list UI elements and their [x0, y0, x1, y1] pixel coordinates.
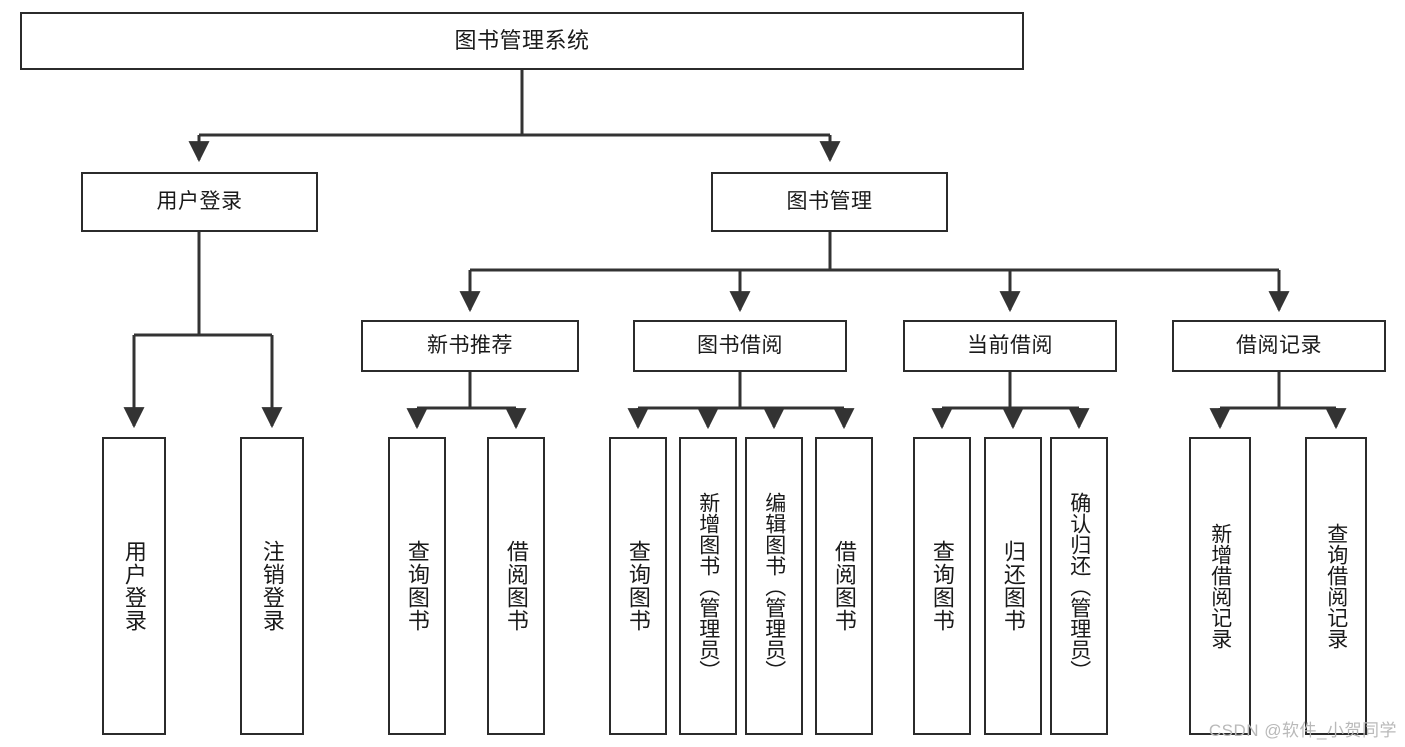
- node-label: 图书借阅: [697, 334, 783, 358]
- node-leaf[interactable]: 新增借阅记录: [1189, 437, 1251, 735]
- node-leaf[interactable]: 注销登录: [240, 437, 304, 735]
- node-leaf[interactable]: 查询图书: [609, 437, 667, 735]
- node-leaf[interactable]: 确认归还（管理员）: [1050, 437, 1108, 735]
- node-label: 用户登录: [156, 190, 243, 214]
- node-label: 查询图书: [625, 540, 651, 632]
- node-label: 注销登录: [259, 540, 285, 632]
- node-label: 借阅图书: [503, 540, 529, 632]
- node-level3[interactable]: 新书推荐: [361, 320, 579, 372]
- node-label: 新增图书（管理员）: [696, 491, 720, 681]
- node-label: 当前借阅: [967, 334, 1053, 358]
- node-leaf[interactable]: 归还图书: [984, 437, 1042, 735]
- node-root[interactable]: 图书管理系统: [20, 12, 1024, 70]
- node-label: 编辑图书（管理员）: [762, 491, 786, 681]
- node-leaf[interactable]: 查询图书: [388, 437, 446, 735]
- node-leaf[interactable]: 借阅图书: [487, 437, 545, 735]
- node-leaf[interactable]: 借阅图书: [815, 437, 873, 735]
- node-leaf[interactable]: 编辑图书（管理员）: [745, 437, 803, 735]
- node-label: 查询图书: [929, 540, 955, 632]
- node-leaf[interactable]: 用户登录: [102, 437, 166, 735]
- node-label: 新增借阅记录: [1208, 523, 1232, 649]
- node-level3[interactable]: 当前借阅: [903, 320, 1117, 372]
- watermark-text: CSDN @软件_小贺同学: [1208, 721, 1397, 740]
- node-label: 用户登录: [121, 540, 147, 632]
- node-label: 新书推荐: [427, 334, 513, 358]
- node-leaf[interactable]: 查询图书: [913, 437, 971, 735]
- node-level2[interactable]: 用户登录: [81, 172, 318, 232]
- node-label: 归还图书: [1000, 540, 1026, 632]
- node-level2[interactable]: 图书管理: [711, 172, 948, 232]
- node-level3[interactable]: 图书借阅: [633, 320, 847, 372]
- node-label: 借阅记录: [1236, 334, 1322, 358]
- node-leaf[interactable]: 查询借阅记录: [1305, 437, 1367, 735]
- node-label: 图书管理: [786, 190, 873, 214]
- node-level3[interactable]: 借阅记录: [1172, 320, 1386, 372]
- node-leaf[interactable]: 新增图书（管理员）: [679, 437, 737, 735]
- node-label: 借阅图书: [831, 540, 857, 632]
- node-label: 确认归还（管理员）: [1067, 491, 1091, 681]
- node-label: 图书管理系统: [454, 27, 590, 53]
- node-label: 查询借阅记录: [1324, 523, 1348, 649]
- node-label: 查询图书: [404, 540, 430, 632]
